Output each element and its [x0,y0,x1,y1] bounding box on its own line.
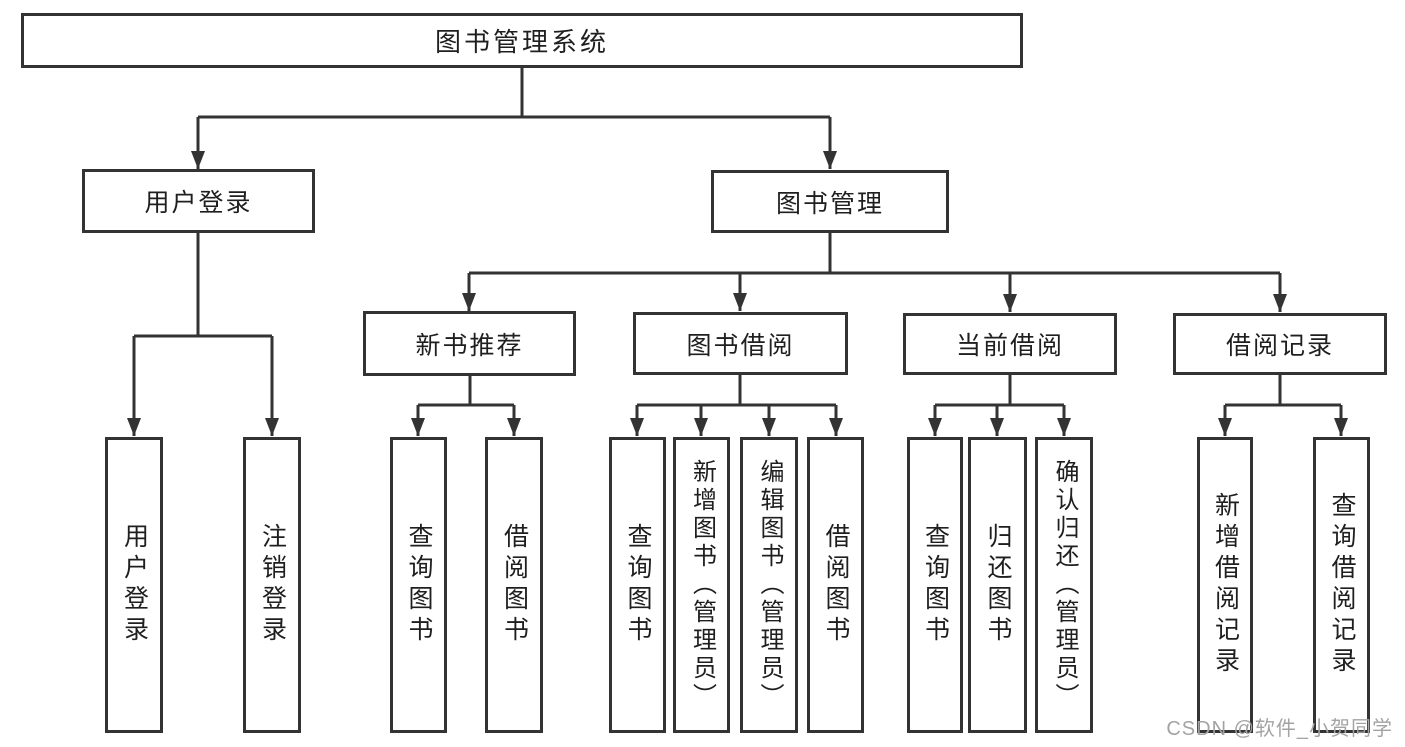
leaf-return-books: 归还图书 [968,437,1027,733]
leaf-edit-books-admin: 编辑图书（管理员） [740,437,798,733]
node-user-login: 用户登录 [82,169,315,233]
leaf-confirm-return-admin: 确认归还（管理员） [1035,437,1093,733]
node-new-book-recommend-label: 新书推荐 [415,331,524,360]
leaf-query-books-borrowing: 查询图书 [609,437,666,733]
node-user-login-label: 用户登录 [144,189,253,217]
leaf-query-borrow-record-label: 查询借阅记录 [1328,492,1356,678]
leaf-add-books-admin: 新增图书（管理员） [673,437,730,733]
leaf-borrow-books-recommend: 借阅图书 [485,437,543,733]
leaf-query-books-current: 查询图书 [907,437,963,733]
leaf-query-borrow-record: 查询借阅记录 [1313,437,1370,733]
leaf-return-books-label: 归还图书 [984,523,1012,647]
connector-root-to-level2 [191,68,837,169]
leaf-add-borrow-record-label: 新增借阅记录 [1211,492,1240,678]
leaf-query-books-recommend-label: 查询图书 [405,523,433,647]
node-book-borrowing-label: 图书借阅 [686,331,795,360]
node-borrow-records-label: 借阅记录 [1225,332,1334,360]
node-new-book-recommend: 新书推荐 [363,311,576,376]
connector-new-book-branch [411,376,521,436]
node-current-borrowing: 当前借阅 [903,313,1117,375]
leaf-borrow-books: 借阅图书 [807,437,864,733]
node-current-borrowing-label: 当前借阅 [955,332,1064,360]
leaf-logout-label: 注销登录 [258,523,287,647]
leaf-confirm-return-admin-label: 确认归还（管理员） [1051,459,1078,711]
leaf-borrow-books-label: 借阅图书 [822,523,850,647]
leaf-user-login-label: 用户登录 [120,523,149,647]
connector-book-borrow-branch [630,375,843,436]
leaf-borrow-books-recommend-label: 借阅图书 [500,523,529,647]
leaf-user-login: 用户登录 [105,437,163,733]
connector-current-borrow-branch [928,375,1071,436]
leaf-query-books-recommend: 查询图书 [390,437,447,733]
leaf-logout: 注销登录 [243,437,301,733]
node-book-management-label: 图书管理 [775,189,884,218]
leaf-edit-books-admin-label: 编辑图书（管理员） [756,459,783,711]
leaf-add-books-admin-label: 新增图书（管理员） [688,459,716,711]
node-book-borrowing: 图书借阅 [633,312,848,375]
connector-borrow-record-branch [1218,375,1348,436]
leaf-query-books-borrowing-label: 查询图书 [624,523,652,647]
leaf-add-borrow-record: 新增借阅记录 [1197,437,1253,733]
node-root-system: 图书管理系统 [21,13,1023,68]
node-root-label: 图书管理系统 [434,27,609,57]
connector-user-login-branch [127,233,279,436]
connector-book-management-branch [462,233,1287,312]
leaf-query-books-current-label: 查询图书 [921,523,950,647]
csdn-watermark: CSDN @软件_小贺同学 [1166,718,1393,740]
node-book-management: 图书管理 [711,170,949,233]
node-borrow-records: 借阅记录 [1173,313,1387,375]
